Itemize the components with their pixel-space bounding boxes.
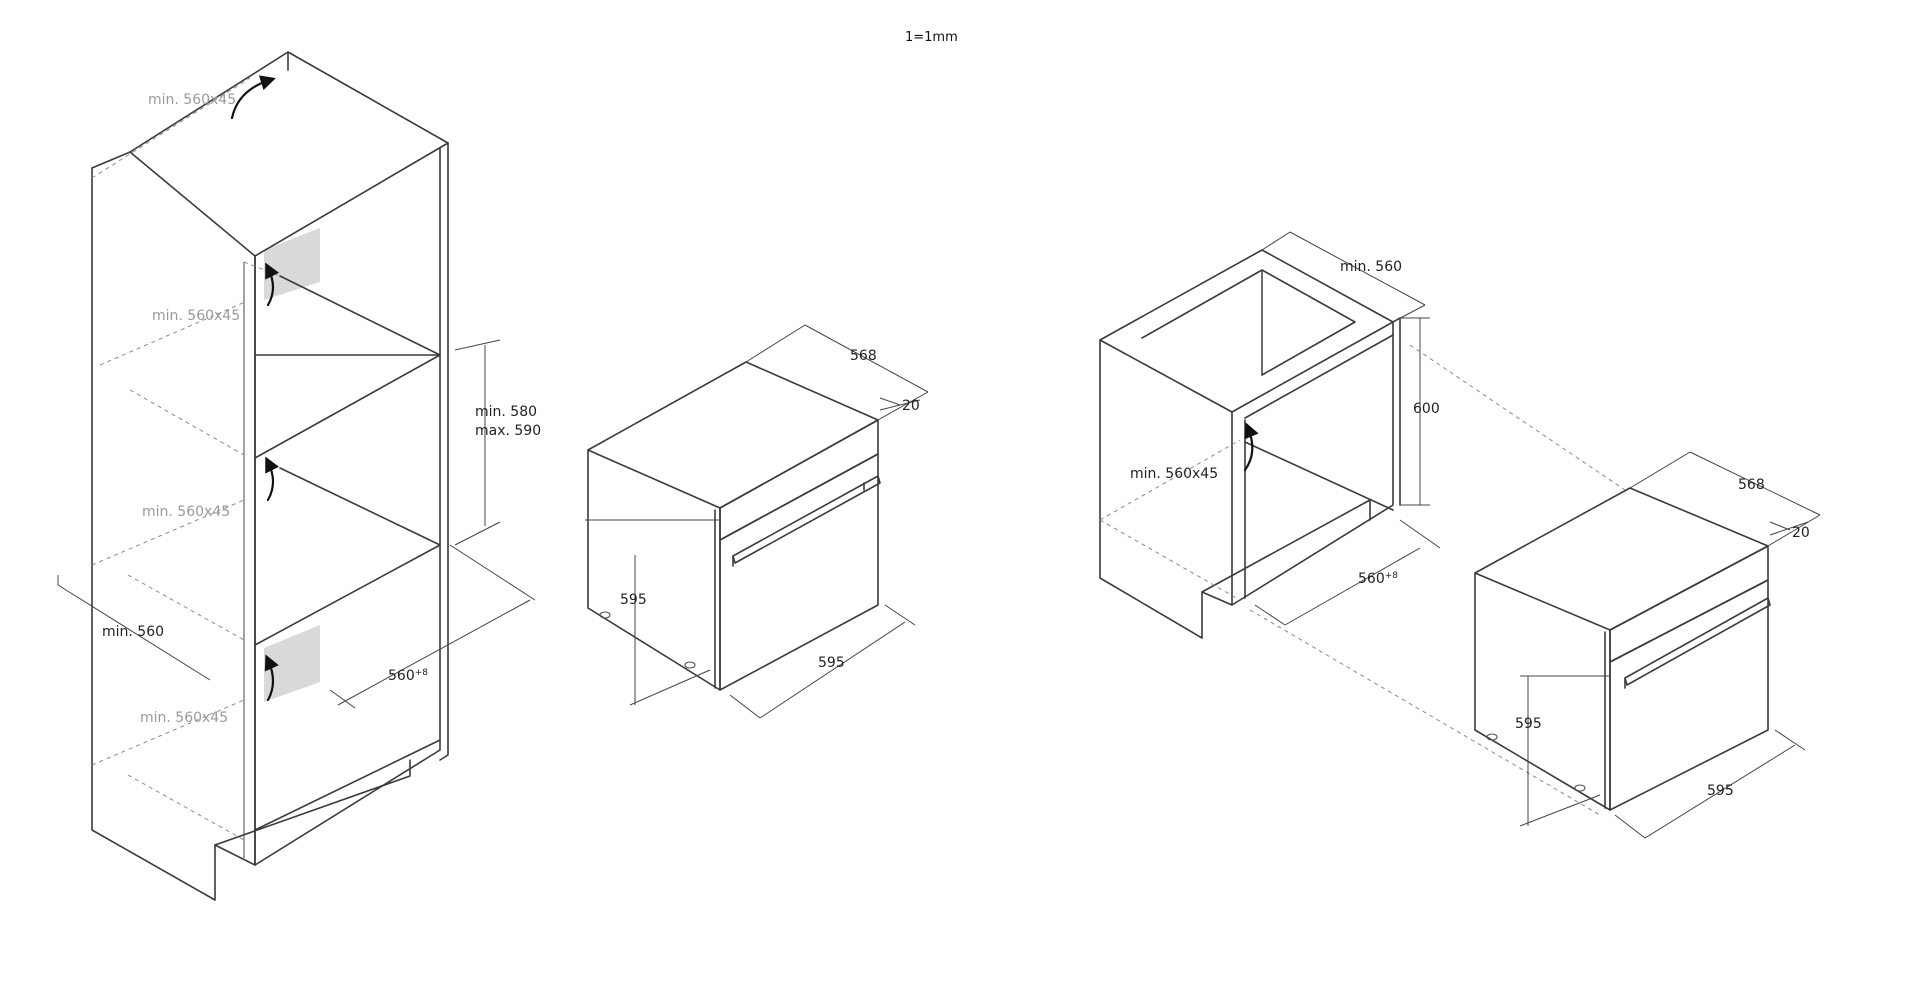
shelf-bottom (254, 739, 441, 831)
tall-depth-min-label: min. 560 (102, 624, 164, 640)
oven-right-door-label: 20 (1792, 525, 1810, 541)
shelf-middle (254, 467, 441, 646)
counter-right-side (1231, 321, 1394, 606)
oven-right-height-label: 595 (1515, 716, 1542, 732)
oven-left-height-label: 595 (620, 592, 647, 608)
oven-left (585, 324, 929, 719)
oven-left-door (719, 453, 879, 691)
oven-right-top (1474, 487, 1769, 631)
oven-right-handle (1624, 597, 1771, 686)
oven-left-width-label: 595 (818, 655, 845, 671)
oven-left-depth-label: 568 (850, 348, 877, 364)
tall-vent-lower-label: min. 560x45 (140, 710, 228, 726)
scale-note: 1=1mm (905, 30, 958, 45)
tall-niche-min-label: min. 580 (475, 404, 537, 420)
oven-left-door-label: 20 (902, 398, 920, 414)
counter-width-label: 560+8 (1358, 571, 1398, 587)
tall-cabinet-right-side (254, 147, 441, 866)
shelf-upper (254, 275, 441, 459)
oven-right-depth-label: 568 (1738, 477, 1765, 493)
tall-vent-upper-label: min. 560x45 (152, 308, 240, 324)
oven-left-side (587, 449, 721, 691)
oven-left-handle (732, 475, 881, 564)
oven-right-door (1609, 579, 1769, 811)
tall-cabinet-top (129, 51, 449, 257)
counter-cutout (1141, 269, 1356, 376)
tall-cabinet (57, 51, 536, 901)
tall-vent-middle-label: min. 560x45 (142, 504, 230, 520)
vent-shade-upper (264, 228, 320, 300)
tall-cabinet-left-side (91, 167, 411, 901)
counter-left-side (1099, 339, 1371, 639)
under-counter-cabinet (1099, 231, 1626, 816)
tall-vent-top-label: min. 560x45 (148, 92, 236, 108)
tall-width-label: 560+8 (388, 668, 428, 684)
counter-front-edge (1201, 411, 1233, 606)
oven-right-side (1474, 572, 1611, 811)
oven-right-width-label: 595 (1707, 783, 1734, 799)
vent-shade-lower (264, 625, 320, 702)
oven-left-control-panel (719, 419, 879, 541)
counter-vent-label: min. 560x45 (1130, 466, 1218, 482)
tall-niche-max-label: max. 590 (475, 423, 541, 439)
oven-left-top (587, 361, 879, 509)
oven-right-control-panel (1609, 545, 1769, 663)
counter-depth-label: min. 560 (1340, 259, 1402, 275)
counter-height-label: 600 (1413, 401, 1440, 417)
oven-right (1474, 451, 1821, 839)
